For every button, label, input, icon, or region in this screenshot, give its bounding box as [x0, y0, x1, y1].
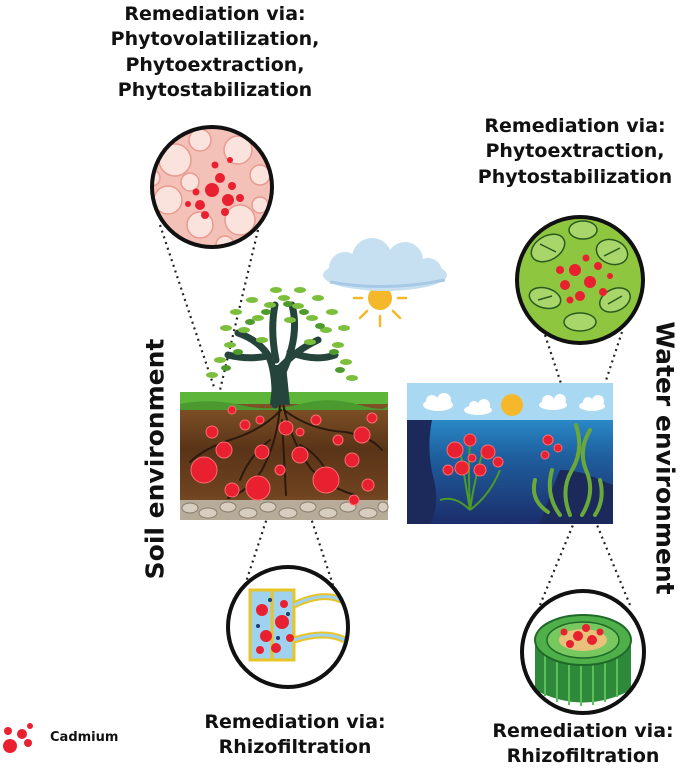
cloud-icon [323, 238, 447, 291]
label-line: Rhizofiltration [218, 736, 372, 759]
stem-cross-section-icon [520, 589, 646, 715]
label-line: Remediation via: [204, 711, 386, 733]
label-line: Remediation via: [124, 3, 306, 25]
legend-label: Cadmium [50, 729, 119, 745]
label-line: Remediation via: [484, 115, 666, 137]
label-bottom-left: Remediation via: Rhizofiltration [190, 710, 400, 761]
label-line: Rhizofiltration [506, 745, 660, 768]
label-top-right: Remediation via: Phytoextraction, Phytos… [467, 114, 683, 190]
soil-cadmium-dots [190, 405, 378, 506]
label-line: Phytovolatilization, [110, 28, 320, 51]
cell-closeup-icon [150, 125, 274, 249]
sun-icon [352, 286, 408, 328]
water-environment-label: Water environment [650, 321, 680, 595]
water-cadmium-dots [442, 433, 563, 477]
soil-environment-label: Soil environment [140, 338, 170, 580]
seaweed-icon [531, 423, 604, 517]
label-line: Phytoextraction, [485, 140, 665, 163]
label-line: Remediation via: [492, 720, 674, 742]
label-line: Phytostabilization [117, 78, 313, 101]
leaf-tissue-icon [515, 215, 645, 345]
label-top-left: Remediation via: Phytovolatilization, Ph… [90, 2, 340, 103]
label-line: Phytoextraction, [125, 53, 305, 76]
root-cell-icon [226, 565, 350, 689]
legend: Cadmium [2, 718, 118, 756]
label-bottom-right: Remediation via: Rhizofiltration [483, 719, 683, 770]
tree-icon [206, 287, 358, 409]
label-line: Phytostabilization [477, 165, 673, 188]
cadmium-dots-icon [3, 723, 33, 753]
